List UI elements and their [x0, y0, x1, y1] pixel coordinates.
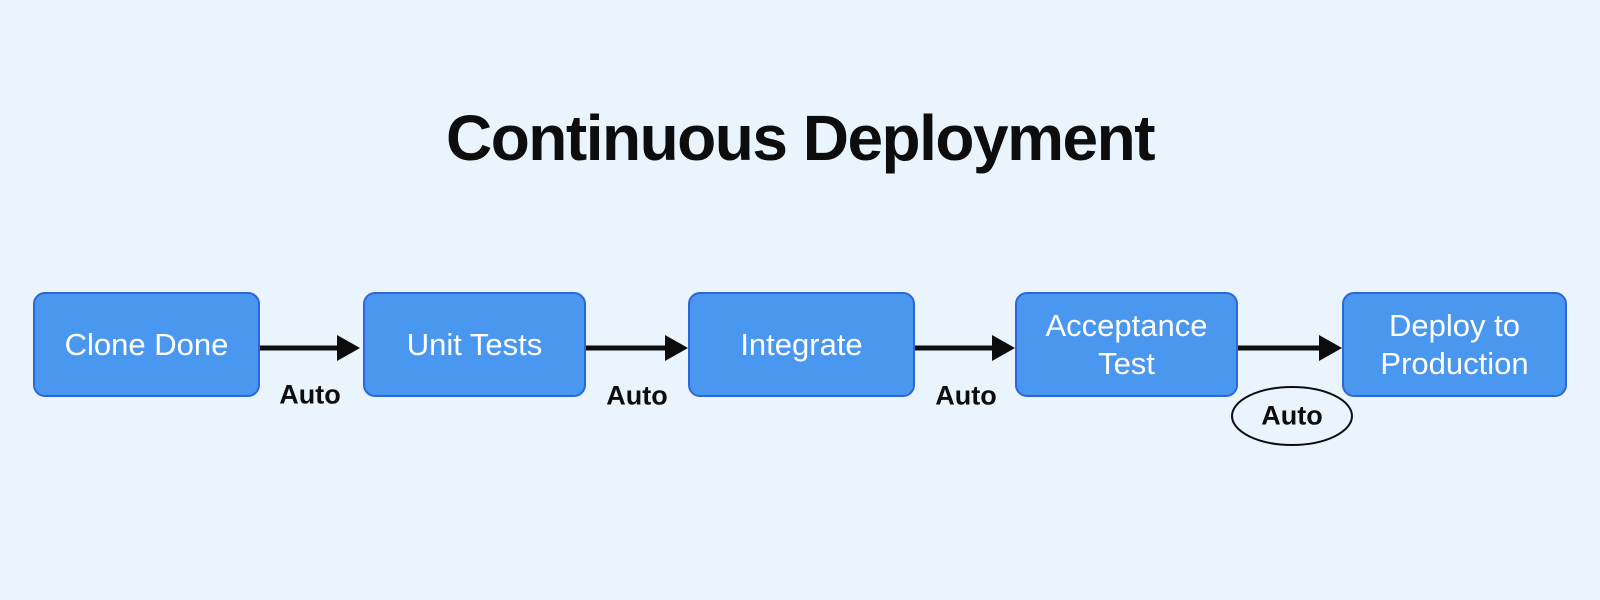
node-integrate: Integrate	[688, 292, 915, 397]
arrow-3	[915, 335, 1015, 361]
diagram-title: Continuous Deployment	[445, 102, 1156, 174]
node-label: Unit Tests	[406, 326, 543, 362]
connector-label-auto-1: Auto	[279, 379, 341, 410]
node-acceptance-test: Acceptance Test	[1015, 292, 1238, 397]
connector-label-auto-2: Auto	[606, 380, 668, 411]
node-label: Clone Done	[64, 326, 229, 362]
node-label: Integrate	[740, 326, 863, 362]
node-deploy-to-production: Deploy to Production	[1342, 292, 1567, 397]
node-unit-tests: Unit Tests	[363, 292, 586, 397]
node-clone-done: Clone Done	[33, 292, 260, 397]
arrow-1	[260, 335, 360, 361]
node-label: Deploy to Production	[1380, 307, 1529, 381]
node-label: Acceptance Test	[1045, 307, 1208, 381]
arrow-4	[1238, 335, 1342, 361]
connector-label-auto-3: Auto	[935, 380, 997, 411]
connector-label-auto-4: Auto	[1261, 400, 1323, 431]
arrow-2	[586, 335, 688, 361]
